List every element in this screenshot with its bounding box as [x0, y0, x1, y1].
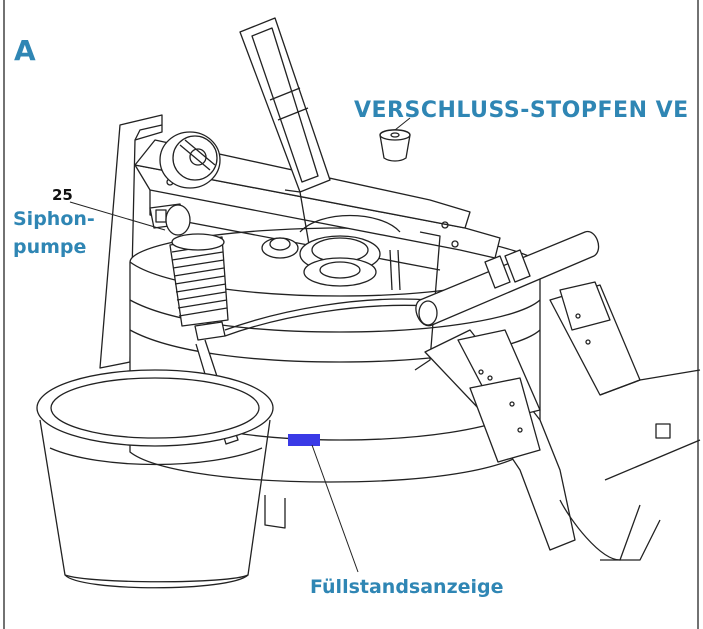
part-number-label: 25 — [52, 186, 73, 204]
handle-grip — [239, 17, 331, 263]
foot-stretcher — [415, 230, 701, 561]
stopper-label: VERSCHLUSS-STOPFEN VE — [354, 98, 689, 123]
stopper-plug-icon — [379, 129, 411, 162]
drive-pulleys — [261, 214, 401, 291]
leader-stopper — [394, 117, 411, 131]
pulley-wheel — [159, 131, 221, 189]
leader-siphon — [69, 201, 166, 231]
fill-indicator-label: Füllstandsanzeige — [310, 576, 504, 598]
panel-letter: A — [14, 34, 36, 67]
siphon-pump-label-line2: pumpe — [13, 236, 87, 258]
bucket — [36, 369, 274, 589]
leader-fill — [311, 444, 359, 573]
fill-level-indicator — [288, 434, 320, 446]
siphon-pump-label-line1: Siphon- — [13, 208, 95, 230]
